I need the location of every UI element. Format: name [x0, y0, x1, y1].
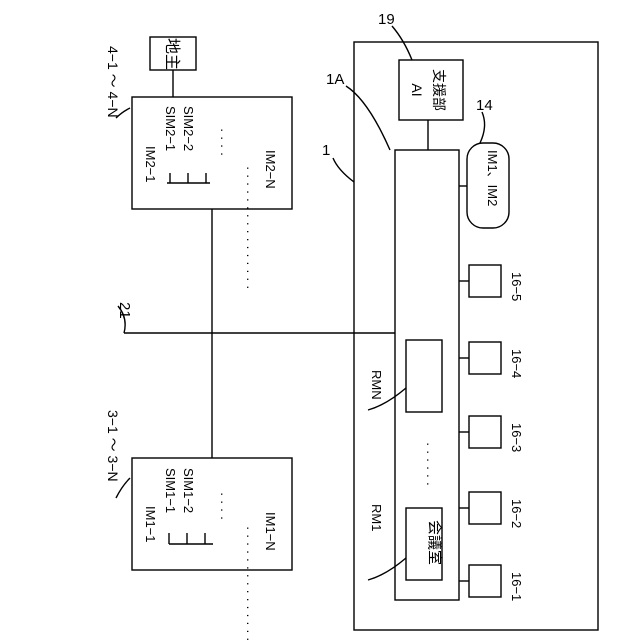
ai-support-box: [399, 60, 463, 120]
im2-1-label: IM2−1: [143, 146, 158, 183]
sim2-2-label: SIM2−2: [181, 106, 196, 151]
leader-1: [333, 158, 354, 182]
device-16-3: [469, 416, 501, 448]
group-3-label: 3−1 〜 3−N: [105, 410, 121, 482]
group-4-label: 4−1 〜 4−N: [105, 46, 121, 118]
svg-text:支援部: 支援部: [431, 69, 447, 111]
landowner-label: 地主: [163, 38, 181, 70]
device-links: [459, 281, 469, 581]
rmn-label: RMN: [369, 370, 384, 400]
leader-1a: [346, 86, 390, 150]
ref-19-label: 19: [378, 11, 395, 28]
device-16-2: [469, 492, 501, 524]
device-16-5: [469, 265, 501, 297]
im2-n-label: IM2−N: [263, 150, 278, 189]
rm1-label: RM1: [369, 504, 384, 531]
ref-1-label: 1: [322, 142, 330, 159]
ref-1a-label: 1A: [326, 71, 344, 88]
system-frame: [354, 42, 598, 630]
device-16-2-label: 16−2: [509, 499, 524, 528]
svg-text:AI: AI: [409, 83, 425, 96]
meeting-room-label: 会議室: [426, 520, 444, 565]
im1-n-label: IM1−N: [263, 512, 278, 551]
im1-1-label: IM1−1: [143, 506, 158, 543]
storage-label: IM1、IM2: [485, 150, 500, 206]
device-16-3-label: 16−3: [509, 423, 524, 452]
im2-items-more: · · · · · · · · · · · · · · · ·: [241, 166, 256, 289]
sim1-2-label: SIM1−2: [181, 468, 196, 513]
device-16-1: [469, 565, 501, 597]
leader-19: [392, 26, 412, 60]
sim2-1-label: SIM2−1: [163, 106, 178, 151]
device-16-4: [469, 342, 501, 374]
rooms-more: · · · · · ·: [421, 442, 436, 486]
device-16-1-label: 16−1: [509, 572, 524, 601]
leader-rm1: [368, 558, 406, 580]
sim2-more: · · · ·: [215, 128, 230, 156]
ai-support-label: AI 支援部: [409, 69, 447, 111]
ref-14-label: 14: [476, 97, 493, 114]
device-16-5-label: 16−5: [509, 272, 524, 301]
sim1-1-label: SIM1−1: [163, 468, 178, 513]
im1-items-more: · · · · · · · · · · · · · · · ·: [241, 526, 256, 640]
sim1-more: · · · ·: [215, 492, 230, 520]
device-16-4-label: 16−4: [509, 349, 524, 378]
ref-21-label: 21: [116, 302, 133, 319]
leader-14: [480, 112, 485, 143]
room-rmn: [406, 340, 442, 412]
